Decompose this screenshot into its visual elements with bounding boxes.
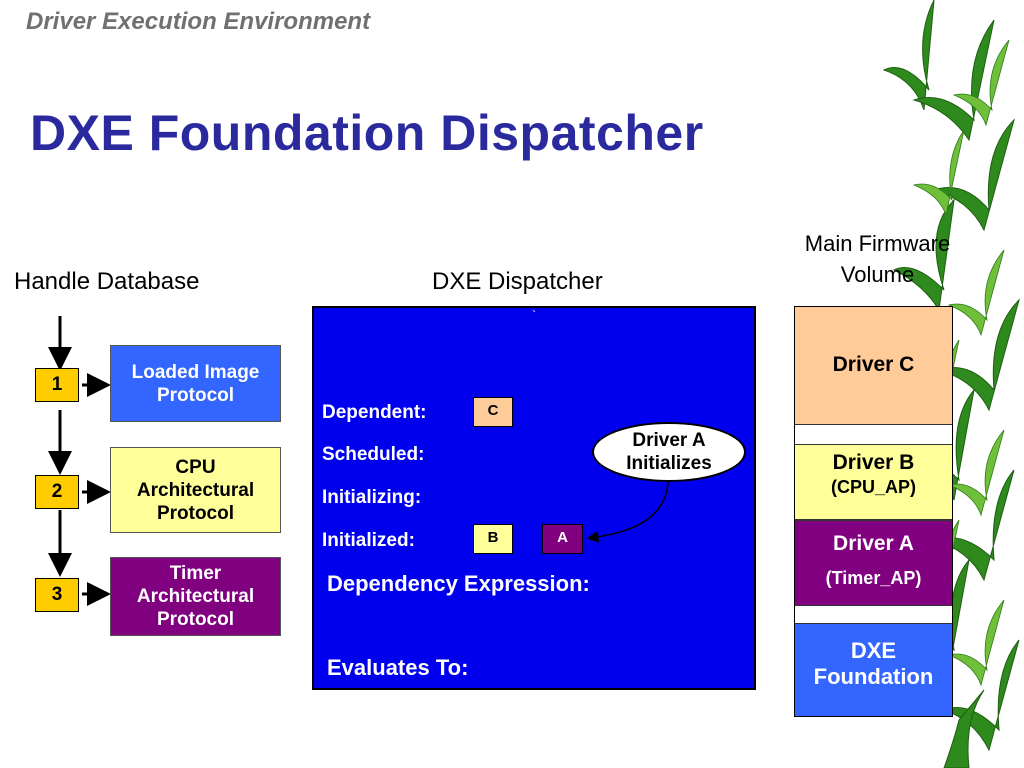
driver-b-protocol: (CPU_AP) [830, 477, 916, 497]
firmware-volume-heading-line: Main Firmware [804, 231, 951, 256]
dxe-foundation-block: DXE Foundation [795, 623, 952, 716]
state-initialized-label: Initialized: [322, 530, 415, 551]
dependency-expression-label: Dependency Expression: [327, 571, 590, 596]
protocol-line: Timer [169, 563, 222, 584]
handle-number-2: 2 [35, 475, 79, 509]
initialized-driver-b-chip: B [473, 524, 513, 554]
protocol-line: Loaded Image [131, 361, 260, 383]
driver-a-block: Driver A (Timer_AP) [795, 520, 952, 606]
driver-a-initializes-callout: Driver A Initializes [592, 422, 746, 482]
state-dependent-label: Dependent: [322, 402, 427, 423]
protocol-line: Protocol [156, 384, 235, 406]
dependent-driver-c-chip: C [473, 397, 513, 427]
protocol-line: CPU [175, 456, 216, 478]
driver-a-label: Driver A [833, 532, 914, 555]
protocol-line: Architectural [136, 586, 255, 607]
dxe-foundation-line: DXE [850, 638, 897, 663]
handle-database-heading: Handle Database [14, 268, 200, 295]
protocol-cpu-architectural: CPU Architectural Protocol [110, 447, 281, 533]
dispatcher-tick-mark: ` [532, 308, 536, 322]
callout-line: Driver A [632, 430, 706, 451]
protocol-line: Protocol [156, 609, 235, 630]
callout-line: Initializes [626, 453, 712, 474]
dxe-dispatcher-heading: DXE Dispatcher [432, 268, 603, 295]
dxe-dispatcher-panel [312, 306, 756, 690]
state-initializing-label: Initializing: [322, 487, 422, 508]
handle-number-3: 3 [35, 578, 79, 612]
slide-subtitle: Driver Execution Environment [26, 8, 371, 35]
driver-b-block: Driver B (CPU_AP) [795, 444, 952, 520]
state-scheduled-label: Scheduled: [322, 444, 425, 465]
protocol-line: Protocol [156, 502, 235, 524]
driver-b-label: Driver B [832, 451, 915, 474]
firmware-volume-heading-line: Volume [840, 262, 915, 287]
evaluates-to-label: Evaluates To: [327, 655, 469, 680]
protocol-loaded-image: Loaded Image Protocol [110, 345, 281, 422]
dxe-foundation-line: Foundation [813, 664, 934, 689]
initialized-driver-a-chip: A [542, 524, 583, 554]
firmware-volume-heading: Main Firmware Volume [770, 228, 985, 290]
protocol-line: Architectural [136, 479, 255, 501]
driver-c-block: Driver C [795, 307, 952, 425]
driver-c-label: Driver C [832, 353, 915, 376]
slide-title: DXE Foundation Dispatcher [30, 105, 704, 161]
driver-a-protocol: (Timer_AP) [825, 568, 922, 588]
handle-number-1: 1 [35, 368, 79, 402]
protocol-timer-architectural: Timer Architectural Protocol [110, 557, 281, 636]
